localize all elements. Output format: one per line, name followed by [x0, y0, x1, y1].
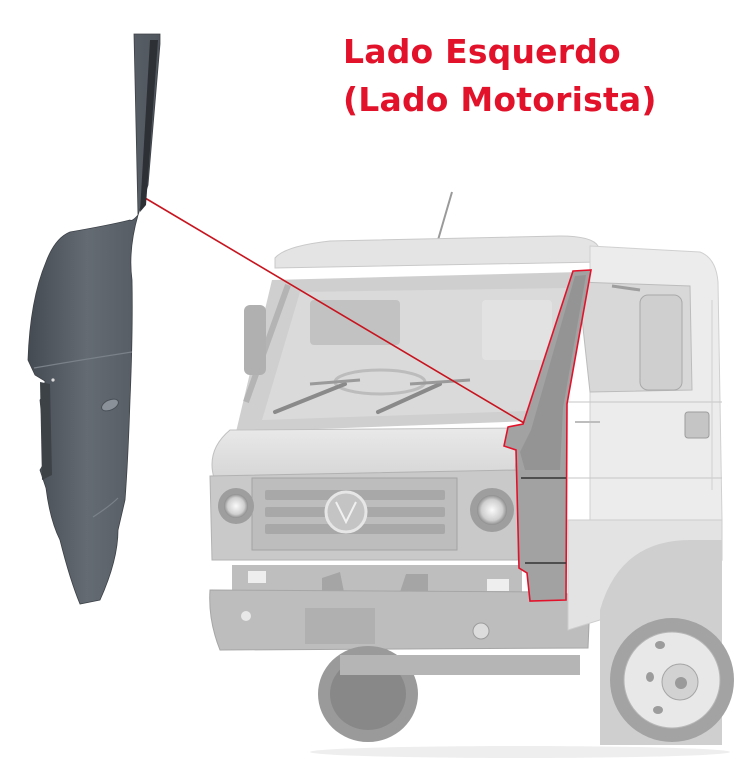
product-part [27, 33, 161, 605]
caption-line-1: Lado Esquerdo [343, 32, 621, 71]
highlighted-trim-on-truck [503, 269, 592, 602]
side-caption: Lado Esquerdo (Lado Motorista) [343, 28, 657, 124]
pointer-line [139, 194, 525, 424]
caption-line-2: (Lado Motorista) [343, 80, 657, 119]
truck [209, 191, 734, 758]
